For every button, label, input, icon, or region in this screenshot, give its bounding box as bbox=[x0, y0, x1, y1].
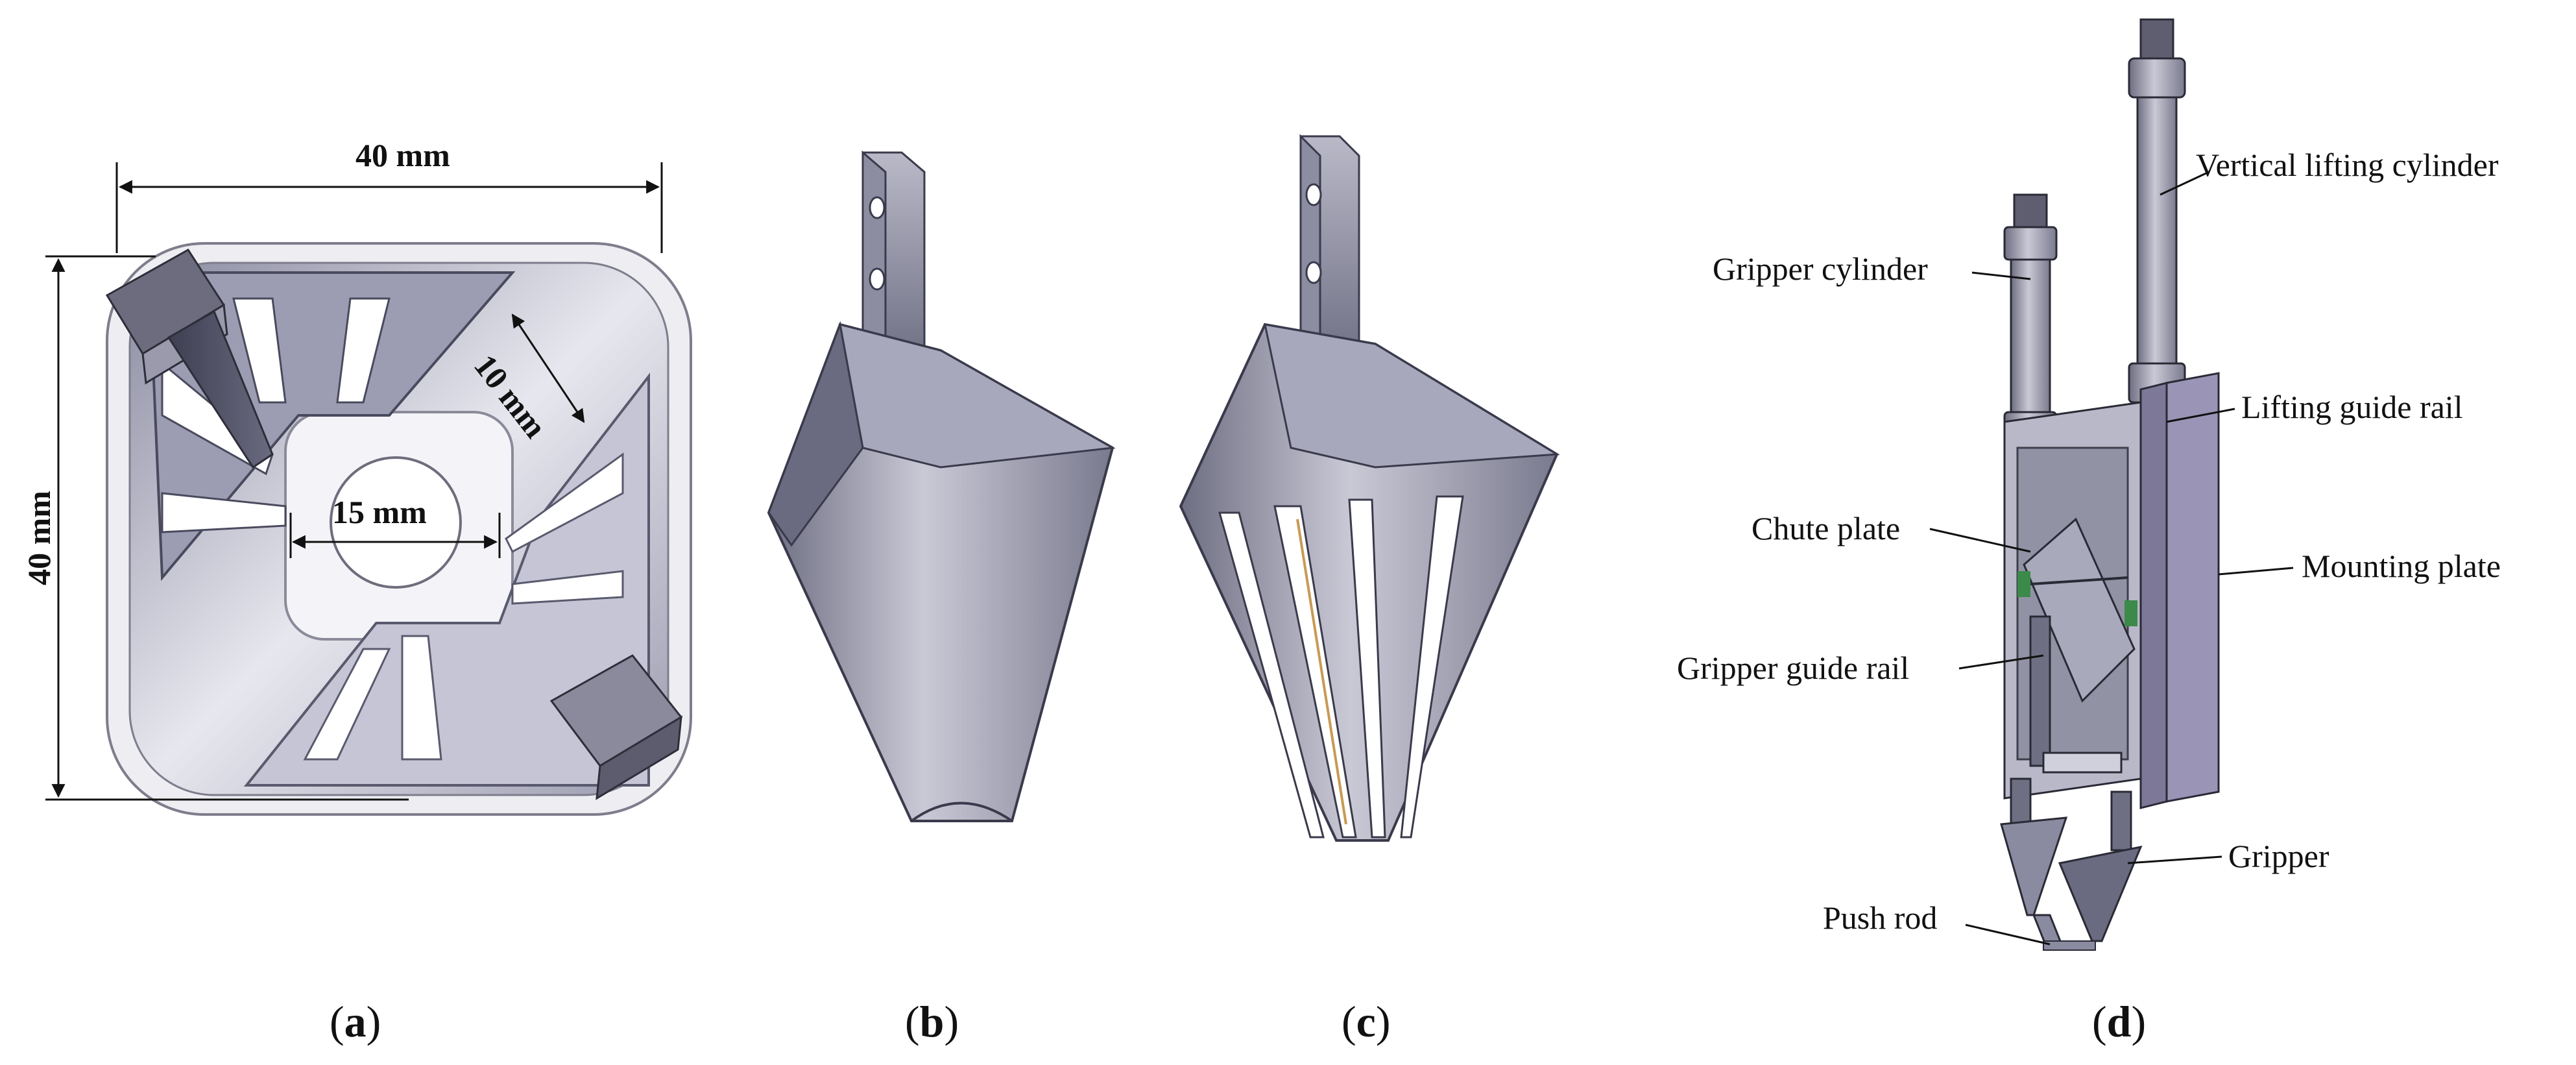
label-chute-plate: Chute plate bbox=[1751, 510, 1901, 546]
caption-panel-d: (d) bbox=[2092, 997, 2147, 1046]
caption-letter-c: c bbox=[1356, 997, 1376, 1046]
caption-letter-b: b bbox=[919, 997, 945, 1046]
dimension-label-inner-diameter: 15 mm bbox=[332, 494, 427, 530]
label-vertical-lifting-cylinder: Vertical lifting cylinder bbox=[2196, 147, 2499, 183]
mounting-block-top-left bbox=[105, 249, 274, 469]
caption-letter-d: d bbox=[2106, 997, 2132, 1046]
label-gripper-guide-rail: Gripper guide rail bbox=[1677, 650, 1910, 686]
dimension-line-finger bbox=[511, 313, 585, 423]
mounting-block-bottom-right bbox=[549, 654, 683, 800]
gripper-cylinder-shape bbox=[2003, 193, 2058, 446]
caption-letter-a: a bbox=[344, 997, 367, 1046]
label-mounting-plate: Mounting plate bbox=[2302, 548, 2501, 584]
panel-b-closed-finger bbox=[767, 150, 1116, 822]
chute-plate-shape bbox=[2023, 517, 2136, 703]
caption-panel-c: (c) bbox=[1342, 997, 1391, 1046]
dimension-label-height: 40 mm bbox=[21, 491, 57, 585]
gripper-left-shape bbox=[2000, 777, 2068, 916]
gripper-right-shape bbox=[2058, 790, 2143, 942]
label-push-rod: Push rod bbox=[1823, 900, 1938, 936]
caption-panel-a: (a) bbox=[330, 997, 381, 1046]
label-gripper: Gripper bbox=[2228, 838, 2329, 874]
gripper-guide-rail-shape bbox=[2029, 615, 2051, 767]
label-gripper-cylinder: Gripper cylinder bbox=[1713, 251, 1928, 287]
dimension-label-width: 40 mm bbox=[355, 137, 450, 173]
mounting-plate-shape bbox=[2165, 372, 2220, 803]
caption-panel-b: (b) bbox=[905, 997, 959, 1046]
vertical-lifting-cylinder-shape bbox=[2128, 18, 2186, 404]
panel-a-top-view bbox=[45, 162, 692, 816]
panel-d-mechanism bbox=[1929, 18, 2294, 951]
label-lifting-guide-rail: Lifting guide rail bbox=[2241, 389, 2463, 425]
panel-c-slotted-finger bbox=[1179, 134, 1560, 842]
